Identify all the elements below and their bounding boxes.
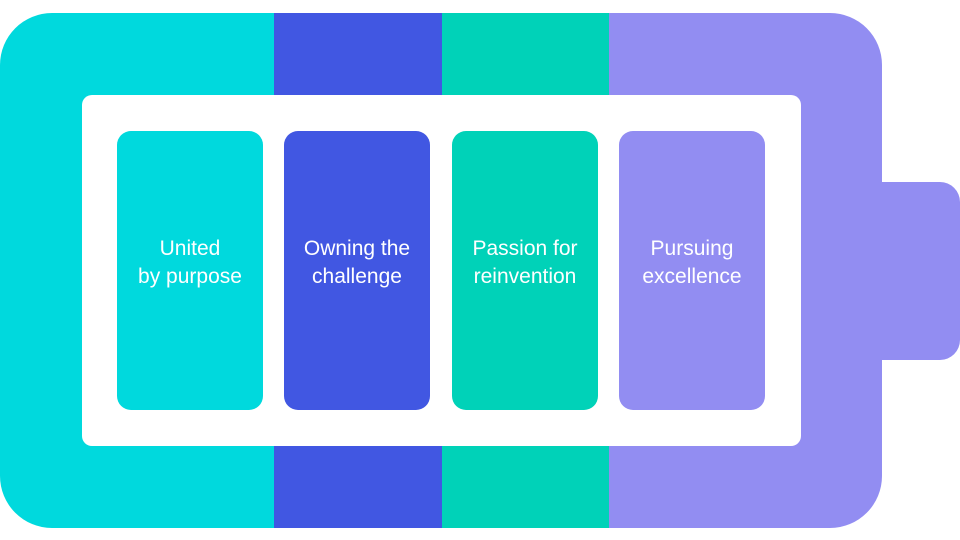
value-label: Owning the challenge — [304, 235, 410, 291]
value-label: United by purpose — [138, 235, 242, 291]
value-cell-pursuing-excellence: Pursuing excellence — [619, 131, 765, 410]
value-label: Passion for reinvention — [472, 235, 577, 291]
value-label-line-1: Pursuing — [650, 236, 734, 260]
value-label: Pursuing excellence — [642, 235, 741, 291]
value-label-line-2: by purpose — [138, 264, 242, 288]
value-label-line-2: reinvention — [473, 264, 577, 288]
value-cell-passion-for-reinvention: Passion for reinvention — [452, 131, 598, 410]
value-label-line-1: Owning the — [303, 236, 411, 260]
battery-terminal — [858, 182, 960, 360]
value-cell-united-by-purpose: United by purpose — [117, 131, 263, 410]
value-cell-owning-the-challenge: Owning the challenge — [284, 131, 430, 410]
value-label-line-1: Passion for — [472, 236, 578, 260]
value-label-line-2: excellence — [642, 264, 742, 288]
value-label-line-1: United — [159, 236, 221, 260]
value-label-line-2: challenge — [312, 264, 402, 288]
